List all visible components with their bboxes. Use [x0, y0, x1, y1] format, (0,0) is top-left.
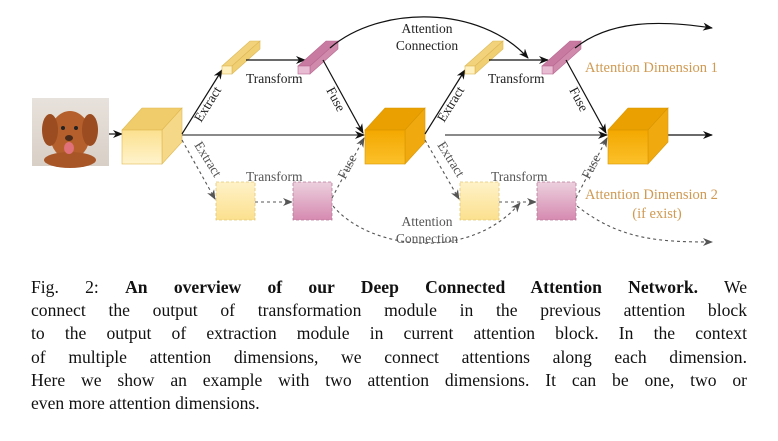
caption-line-4: of multiple attention dimensions, we con…	[31, 346, 747, 367]
transform-label-dim1-block1: Transform	[246, 71, 303, 86]
fuse-arrow-dim1-block1	[322, 59, 364, 134]
extract-label-dim2-block1: Extract	[191, 139, 225, 180]
attention-connection-label-dim1-line2: Connection	[396, 38, 458, 53]
attention-dimension-2-note: (if exist)	[632, 206, 682, 222]
feature-cube-input	[121, 107, 183, 165]
attention-connection-label-dim2-line1: Attention	[402, 214, 453, 229]
extracted-attention-bar-2	[464, 40, 504, 75]
extracted-attention-bar-1	[221, 40, 261, 75]
transform-label-dim2-block2: Transform	[491, 169, 548, 184]
caption-prefix: Fig. 2:	[31, 277, 99, 297]
transformed-attention-box-2	[536, 181, 577, 221]
fuse-arrow-dim2-block1	[331, 137, 365, 199]
extract-arrow-dim1-block2	[424, 69, 466, 135]
diagram: Transform Extract Fuse Transform Extract…	[32, 16, 718, 246]
fuse-label-dim1-block2: Fuse	[566, 84, 591, 114]
attention-dimension-2-label: Attention Dimension 2	[585, 187, 718, 203]
attention-dimension-1-label: Attention Dimension 1	[585, 60, 718, 76]
caption-line-6: even more attention dimensions.	[31, 393, 260, 414]
extract-arrow-dim2-block1	[181, 139, 216, 200]
transformed-attention-box-1	[292, 181, 333, 221]
caption-line-1: Fig. 2: An overview of our Deep Connecte…	[31, 276, 747, 299]
fuse-label-dim2-block2: Fuse	[578, 152, 603, 182]
feature-cube-middle	[364, 107, 426, 165]
extract-label-dim1-block2: Extract	[434, 83, 468, 124]
extracted-attention-box-1	[215, 181, 256, 221]
attention-connection-label-dim1-line1: Attention	[402, 21, 453, 36]
fuse-label-dim1-block1: Fuse	[323, 84, 348, 114]
figure-caption: Fig. 2: An overview of our Deep Connecte…	[31, 276, 747, 415]
attention-connection-arrow-dim1	[329, 16, 529, 59]
input-dog-image	[32, 98, 109, 168]
attention-connection-label-dim2-line2: Connection	[396, 231, 458, 246]
attention-connection-out-dim2	[576, 205, 713, 246]
attention-connection-arrow-dim2	[332, 202, 521, 244]
extracted-attention-box-2	[459, 181, 500, 221]
transform-label-dim1-block2: Transform	[488, 71, 545, 86]
caption-line-3: to the output of extraction module in cu…	[31, 323, 747, 344]
fuse-arrow-dim1-block2	[565, 59, 607, 134]
fuse-arrow-dim2-block2	[575, 137, 608, 199]
caption-line-5: Here we show an example with two attenti…	[31, 369, 747, 390]
extract-arrow-dim2-block2	[424, 139, 460, 200]
caption-title: An overview of our Deep Connected Attent…	[125, 277, 699, 297]
caption-line-2: connect the output of transformation mod…	[31, 300, 747, 321]
caption-line-1-tail: We	[724, 277, 748, 297]
fuse-label-dim2-block1: Fuse	[334, 152, 359, 182]
extract-label-dim1-block1: Extract	[191, 83, 225, 124]
transformed-attention-bar-2	[541, 40, 582, 75]
extract-label-dim2-block2: Extract	[434, 139, 468, 180]
feature-cube-output	[607, 107, 669, 165]
extract-arrow-dim1-block1	[181, 69, 223, 135]
transform-label-dim2-block1: Transform	[246, 169, 303, 184]
transformed-attention-bar-1	[297, 40, 339, 75]
attention-connection-out-dim1	[574, 22, 713, 49]
